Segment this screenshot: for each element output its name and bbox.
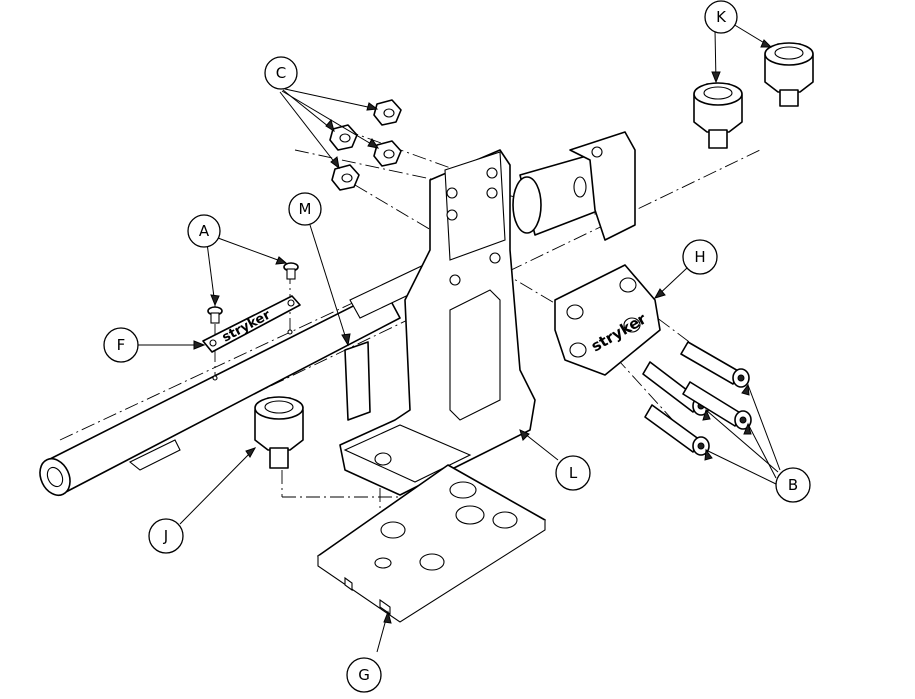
screw-a-2 (283, 262, 299, 280)
knob-j (254, 396, 304, 469)
svg-text:L: L (569, 464, 578, 482)
screw-a-1 (207, 306, 223, 324)
bolt-b-4 (644, 404, 710, 456)
nut-c-3 (373, 140, 402, 167)
leader-lines (138, 23, 781, 653)
clamp-block: stryker (554, 264, 661, 376)
label-sticker (344, 341, 371, 421)
callout-l: L (555, 455, 591, 491)
bolts-b (642, 341, 752, 456)
callout-c: C (264, 56, 298, 90)
svg-text:G: G (358, 666, 370, 684)
svg-text:F: F (117, 336, 126, 354)
knobs-k (693, 42, 814, 149)
knob-k-2 (693, 82, 743, 149)
svg-text:C: C (276, 64, 286, 82)
callout-a: A (187, 214, 221, 248)
svg-text:J: J (163, 527, 168, 545)
svg-text:K: K (716, 8, 727, 26)
svg-text:M: M (299, 200, 312, 218)
svg-text:A: A (199, 222, 210, 240)
callout-g: G (346, 657, 382, 693)
knob-k-1 (764, 42, 814, 107)
callout-h: H (682, 239, 718, 275)
callout-f: F (103, 327, 139, 363)
nut-c-2 (329, 124, 358, 151)
svg-text:H: H (694, 248, 705, 266)
nut-c-4 (331, 164, 360, 191)
svg-text:B: B (788, 476, 798, 494)
nut-c-1 (373, 99, 402, 126)
callout-m: M (288, 192, 322, 226)
callout-k: K (704, 0, 738, 34)
callout-j: J (148, 518, 184, 554)
bolt-b-1 (680, 341, 750, 388)
bolt-b-3 (682, 381, 752, 430)
base-plate (317, 464, 546, 623)
callout-b: B (775, 467, 811, 503)
screws-a (207, 262, 299, 381)
plate-logo-text: stryker (220, 307, 274, 345)
bracket-body (339, 131, 636, 496)
nuts-c (329, 99, 402, 191)
callouts: A B C F G H J K (103, 0, 811, 693)
